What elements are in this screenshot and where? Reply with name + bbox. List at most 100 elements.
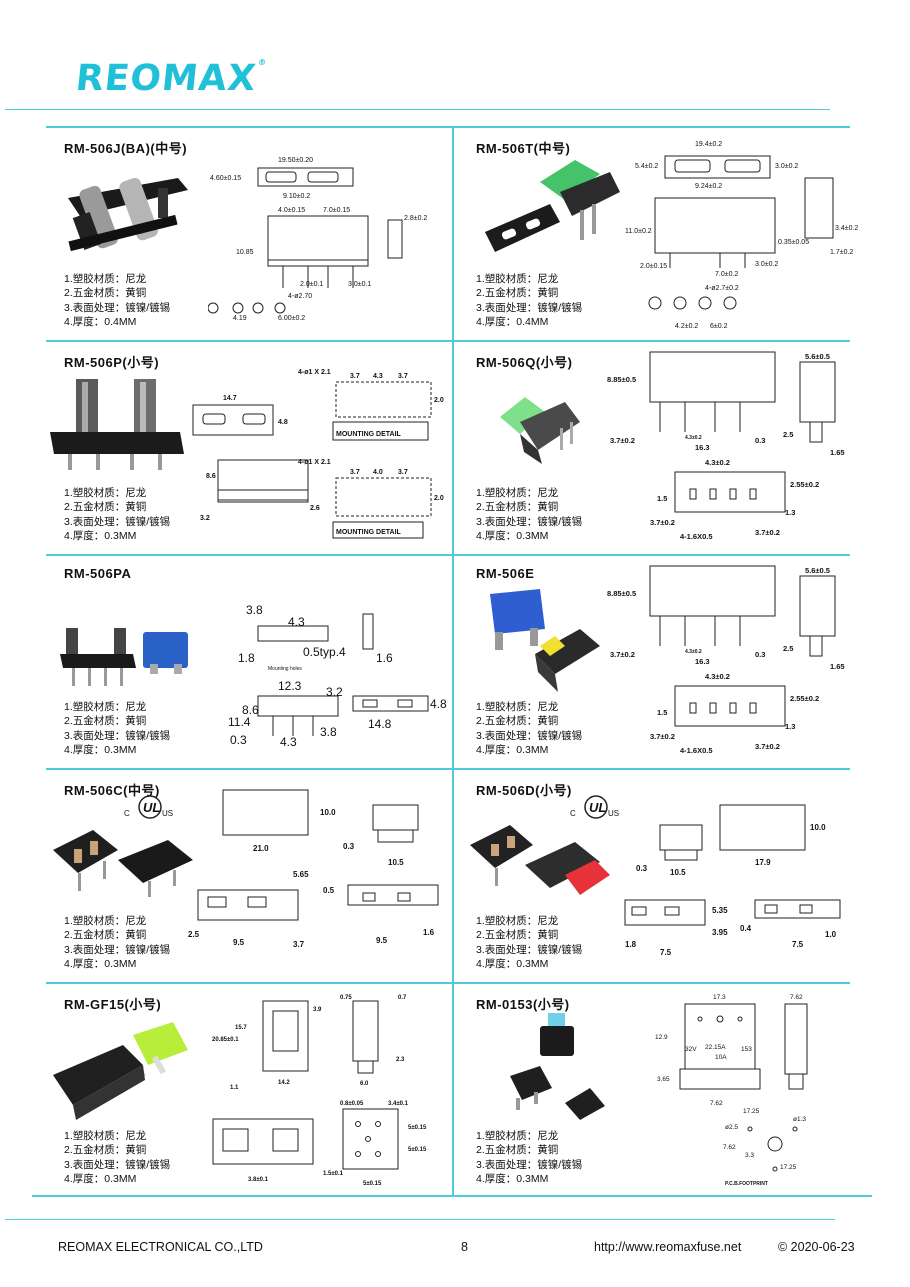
spec-item: 4.厚度：0.4MM [476,316,549,329]
svg-text:UL: UL [589,800,606,815]
dim-label: 4.3 [373,373,383,380]
spec-item: 3.表面处理：镀镍/镀锡 [64,515,171,528]
dim-label: 0.5typ.4 [303,645,346,659]
spec-item: 1.塑胶材质：尼龙 [64,486,147,499]
svg-text:UL: UL [143,800,160,815]
spec-item: 1.塑胶材质：尼龙 [476,486,559,499]
dim-label: 3.2 [200,515,210,522]
cert-us-label: US [162,809,173,818]
dim-label: 2.5 [188,930,200,939]
footer-date: © 2020-06-23 [778,1240,855,1254]
dim-label: 17.9 [755,858,771,867]
dim-label: ø2.5 [725,1124,738,1131]
dim-label: 4.8 [430,697,447,711]
dim-label: 7.5 [792,940,804,949]
dim-label: 4.19 [233,315,247,322]
dim-label: 7.5 [660,948,672,957]
product-photo [500,397,580,464]
dim-label: 14.7 [223,395,237,402]
model-name: RM-506P(小号) [64,355,160,370]
dimension-drawing: 19.4±0.2 5.4±0.2 3.0±0.2 9.24±0.2 11.0±0… [625,141,858,330]
dim-label: 7.0±0.2 [715,271,738,278]
spec-list: 1.塑胶材质：尼龙 2.五金材质：黄铜 3.表面处理：镀镍/镀锡 4.厚度：0.… [476,272,582,330]
dim-label: 9.5 [376,936,388,945]
dim-label: 11.0±0.2 [625,228,652,235]
dim-label: 5±0.15 [363,1181,382,1187]
dim-label: 14.8 [368,717,392,731]
dim-label: 0.35±0.05 [778,239,809,246]
footer-rule [5,1219,835,1220]
dim-label: 4.0 [373,469,383,476]
dim-label: 17.3 [713,994,726,1001]
dim-label: 3.65 [657,1076,670,1083]
dim-label: 2.0±0.1 [300,281,323,288]
dim-label: 5.65 [293,870,309,879]
dim-label: Mounting holes [268,666,302,672]
dim-label: 3.7±0.2 [610,650,635,659]
dim-label: 4-ø1 X 2.1 [298,369,331,376]
spec-item: 1.塑胶材质：尼龙 [64,700,147,713]
spec-list: 1.塑胶材质：尼龙 2.五金材质：黄铜 3.表面处理：镀镍/镀锡 4.厚度：0.… [476,486,582,544]
dim-label: 4.3±0.2 [685,649,702,655]
dim-label: 17.25 [780,1164,797,1171]
dim-label: 3.7 [398,373,408,380]
dim-label: 4.60±0.15 [210,175,241,182]
dim-label: 4-1.6X0.5 [680,532,713,541]
dim-label: 5.6±0.5 [805,352,830,361]
dim-label: 0.3 [755,650,765,659]
dim-label: 4.3 [280,735,297,749]
dim-label: 1.1 [230,1085,239,1091]
dim-label: 15.7 [235,1025,247,1031]
dim-label: 9.10±0.2 [283,193,310,200]
footer-url[interactable]: http://www.reomaxfuse.net [594,1240,742,1254]
dim-label: 2.0±0.15 [640,263,667,270]
dim-label: 6.00±0.2 [278,315,305,322]
dim-label: 7.62 [710,1100,723,1107]
dim-label: 2.3 [396,1057,405,1063]
dim-label: 2.8±0.2 [404,215,427,222]
spec-item: 3.表面处理：镀镍/镀锡 [64,301,171,314]
dim-label: 16.3 [695,443,710,452]
spec-item: 2.五金材质：黄铜 [64,715,147,728]
spec-item: 4.厚度：0.3MM [64,958,137,971]
cert-us-label: US [608,809,619,818]
header-rule [5,109,830,110]
dim-label: 5.4±0.2 [635,163,658,170]
spec-item: 4.厚度：0.3MM [476,744,549,757]
mounting-detail-label: MOUNTING DETAIL [336,431,402,438]
spec-item: 1.塑胶材质：尼龙 [476,700,559,713]
dim-label: 1.7±0.2 [830,249,853,256]
dim-label: 1.65 [830,662,845,671]
dim-label: 153 [741,1046,752,1053]
dim-label: 3.8 [320,725,337,739]
dim-label: 4.2±0.2 [675,323,698,330]
spec-item: 4.厚度：0.3MM [476,958,549,971]
ul-cert-mark: C UL US [124,795,173,819]
dim-label: 2.55±0.2 [790,480,819,489]
dim-label: 6.0 [360,1081,369,1087]
model-name: RM-506E [476,566,535,581]
dim-label: 10.5 [670,868,686,877]
dim-label: 1.5±0.1 [323,1171,344,1177]
dim-label: 3.7 [350,469,360,476]
dim-label: 4.0±0.15 [278,207,305,214]
spec-item: 2.五金材质：黄铜 [64,929,147,942]
dim-label: 2.5 [783,430,793,439]
dim-label: 11.4 [228,715,251,729]
model-name: RM-506J(BA)(中号) [64,141,188,156]
dimension-drawing: 10.0 21.0 0.3 10.5 5.65 0.5 2.5 9.5 3.7 … [188,789,439,949]
dim-label: 1.8 [238,651,255,665]
dim-label: 4-1.6X0.5 [680,746,713,755]
bottom-border [32,1195,872,1197]
dim-label: ø1.3 [793,1116,806,1123]
spec-item: 2.五金材质：黄铜 [64,287,147,300]
spec-item: 4.厚度：0.3MM [64,1173,137,1186]
dim-label: 1.6 [376,651,393,665]
row-divider-4 [46,982,850,984]
footer-page-number: 8 [461,1240,468,1254]
product-cell-rm-0153: RM-0153(小号) 17.3 7.62 12.9 32V 22.15A 10… [460,984,865,1195]
dim-label: 0.3 [230,733,247,747]
dim-label: 3.7±0.2 [755,742,780,751]
model-name: RM-0153(小号) [476,997,570,1012]
dim-label: 1.3 [785,722,795,731]
